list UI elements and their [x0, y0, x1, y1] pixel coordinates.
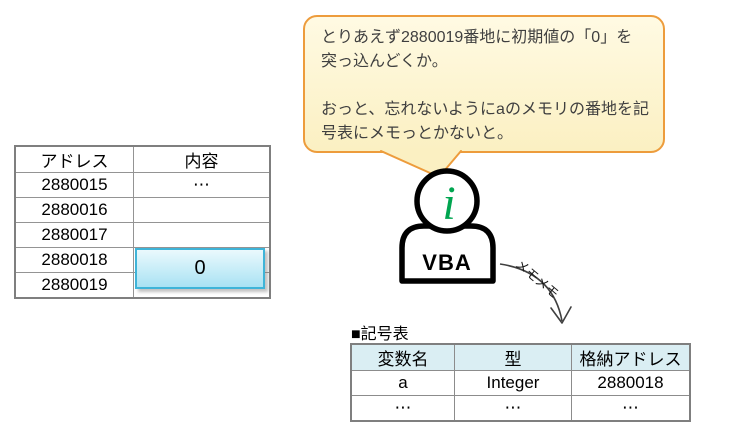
memory-address-cell: 2880017	[14, 222, 134, 248]
memory-table-header-address: アドレス	[14, 145, 134, 173]
symbol-address-cell: ⋯	[571, 395, 691, 422]
speech-bubble: とりあえず2880019番地に初期値の「0」を 突っ込んどくか。 おっと、忘れな…	[303, 15, 665, 153]
speech-bubble-line: とりあえず2880019番地に初期値の「0」を	[321, 29, 633, 46]
speech-bubble-line	[321, 74, 649, 98]
memory-content-cell	[133, 222, 271, 248]
memory-table-row: 2880015 ⋯	[14, 172, 271, 198]
symbol-table-header-address: 格納アドレス	[571, 343, 691, 371]
vba-character-icon: i VBA	[399, 168, 496, 284]
symbol-varname-cell: ⋯	[350, 395, 455, 422]
memory-table-row: 2880017	[14, 222, 271, 248]
speech-bubble-line: 突っ込んどくか。	[321, 53, 448, 70]
speech-bubble-line: 号表にメモっとかないと。	[321, 125, 514, 142]
memory-address-cell: 2880019	[14, 272, 134, 299]
memory-content-cell: ⋯	[133, 172, 271, 198]
memo-curved-arrow-icon	[499, 263, 572, 324]
initial-value: 0	[194, 257, 206, 279]
symbol-address-cell: 2880018	[571, 370, 691, 396]
info-icon: i	[442, 177, 455, 230]
symbol-table-header-varname: 変数名	[350, 343, 455, 371]
memory-address-cell: 2880018	[14, 247, 134, 273]
memory-address-cell: 2880015	[14, 172, 134, 198]
symbol-table-title: ■記号表	[351, 326, 409, 343]
symbol-table-row: ⋯ ⋯ ⋯	[350, 395, 691, 422]
vba-label: VBA	[422, 250, 471, 275]
speech-bubble-line: おっと、忘れないようにaのメモリの番地を記	[321, 101, 649, 118]
symbol-type-cell: ⋯	[454, 395, 572, 422]
character-body	[399, 223, 496, 284]
initial-value-box: 0	[135, 248, 265, 289]
memory-content-cell	[133, 197, 271, 223]
memory-table-row: 2880016	[14, 197, 271, 223]
character-head	[414, 168, 480, 234]
memory-table-header-row: アドレス 内容	[14, 145, 271, 173]
symbol-type-cell: Integer	[454, 370, 572, 396]
symbol-table-row: a Integer 2880018	[350, 370, 691, 396]
symbol-table: 変数名 型 格納アドレス a Integer 2880018 ⋯ ⋯ ⋯	[350, 343, 691, 422]
memory-table-header-content: 内容	[133, 145, 271, 173]
memory-address-cell: 2880016	[14, 197, 134, 223]
symbol-table-header-row: 変数名 型 格納アドレス	[350, 343, 691, 371]
symbol-varname-cell: a	[350, 370, 455, 396]
symbol-table-header-type: 型	[454, 343, 572, 371]
